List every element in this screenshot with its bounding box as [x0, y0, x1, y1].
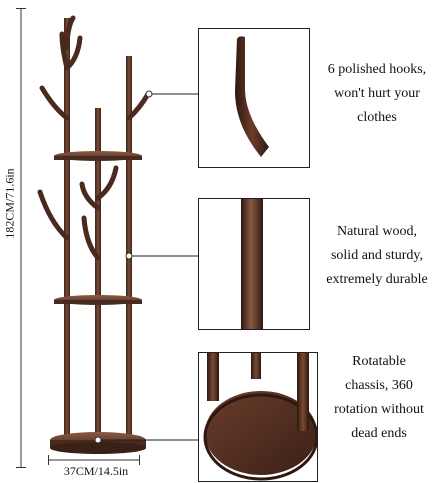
- hooks-caption: 6 polished hooks, won't hurt your clothe…: [314, 58, 440, 130]
- wood-caption-line-2: solid and sturdy,: [330, 248, 424, 263]
- base-caption-line-1: Rotatable: [352, 354, 406, 369]
- wood-caption-line-3: extremely durable: [326, 272, 428, 287]
- width-dimension: [48, 455, 140, 465]
- base-caption-line-4: dead ends: [351, 426, 407, 441]
- hooks-caption-line-2: won't hurt your: [334, 86, 420, 101]
- base-caption-line-3: rotation without: [334, 402, 424, 417]
- base-caption: Rotatable chassis, 360 rotation without …: [318, 350, 440, 446]
- base-detail-panel: [198, 352, 318, 482]
- wood-caption-line-1: Natural wood,: [336, 224, 418, 239]
- height-dimension: [14, 8, 28, 468]
- height-label: 182CM/71.6in: [2, 153, 18, 254]
- coat-rack-image: [28, 8, 158, 460]
- base-caption-line-2: chassis, 360: [345, 378, 413, 393]
- hooks-caption-line-3: clothes: [357, 110, 397, 125]
- wood-caption: Natural wood, solid and sturdy, extremel…: [314, 220, 440, 292]
- width-label: 37CM/14.5in: [63, 464, 129, 478]
- hooks-detail-panel: [198, 28, 310, 168]
- hooks-caption-line-1: 6 polished hooks,: [327, 62, 427, 77]
- wood-detail-panel: [198, 198, 310, 330]
